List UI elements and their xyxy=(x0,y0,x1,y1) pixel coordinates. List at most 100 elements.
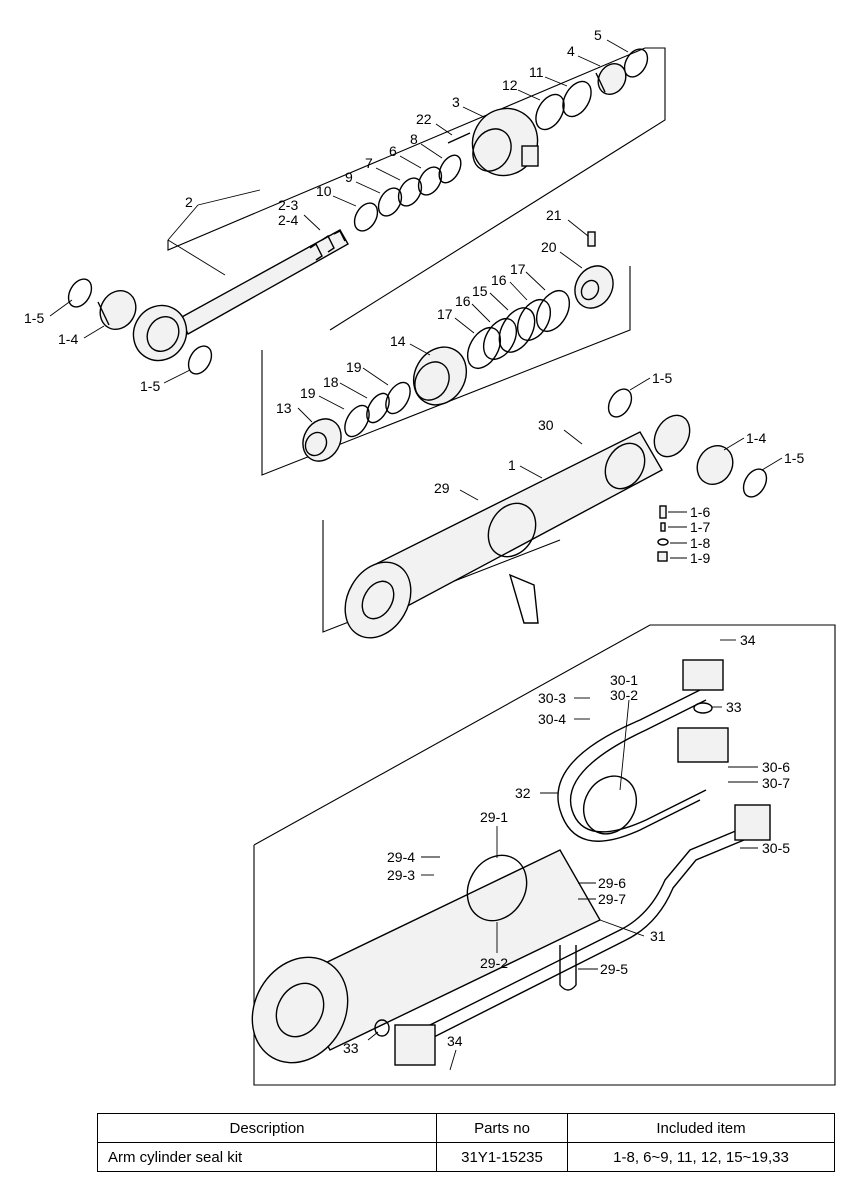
seal-ring-5 xyxy=(623,48,649,78)
label-1: 1 xyxy=(508,457,516,473)
label-1-4-b: 1-4 xyxy=(746,430,766,446)
part-labels: 5 4 11 12 3 22 8 6 7 9 10 2 2-3 2-4 1-5 … xyxy=(24,27,804,1056)
flange-blocks xyxy=(394,659,771,1066)
seal-ring-7 xyxy=(397,177,423,207)
label-18: 18 xyxy=(323,374,339,390)
band-29 xyxy=(487,502,537,558)
label-29-7: 29-7 xyxy=(598,891,626,907)
label-8: 8 xyxy=(410,131,418,147)
table-row: Arm cylinder seal kit 31Y1-15235 1-8, 6~… xyxy=(97,1142,835,1172)
label-1-5-c: 1-5 xyxy=(652,370,672,386)
label-16-b: 16 xyxy=(455,293,471,309)
seal-ring-18 xyxy=(366,392,390,424)
label-17-a: 17 xyxy=(510,261,526,277)
label-2-4: 2-4 xyxy=(278,212,298,228)
label-30-7: 30-7 xyxy=(762,775,790,791)
o-ring-33-lower xyxy=(374,1019,390,1037)
seal-ring-9 xyxy=(377,187,403,217)
label-6: 6 xyxy=(389,143,397,159)
bracket-30 xyxy=(604,442,646,490)
leader-lines xyxy=(49,39,783,1071)
cell-description: Arm cylinder seal kit xyxy=(97,1142,437,1172)
piston-ring-15 xyxy=(498,307,536,353)
label-31: 31 xyxy=(650,928,666,944)
seal-ring-16-right xyxy=(516,299,552,341)
label-1-5-a: 1-5 xyxy=(24,310,44,326)
rod-group-frame xyxy=(167,47,666,331)
label-33-a: 33 xyxy=(726,699,742,715)
seal-ring-19-left xyxy=(344,404,370,438)
u-bolt-29-5 xyxy=(559,945,577,991)
label-1-5-d: 1-5 xyxy=(784,450,804,466)
label-30-6: 30-6 xyxy=(762,759,790,775)
seal-ring-12 xyxy=(535,93,565,131)
seal-ring-17-left xyxy=(466,327,502,369)
label-32: 32 xyxy=(515,785,531,801)
label-22: 22 xyxy=(416,111,432,127)
label-21: 21 xyxy=(546,207,562,223)
header-description: Description xyxy=(97,1113,437,1143)
label-20: 20 xyxy=(541,239,557,255)
piping-group-frame xyxy=(253,624,836,1086)
cell-parts-no: 31Y1-15235 xyxy=(436,1142,568,1172)
label-2: 2 xyxy=(185,194,193,210)
label-11: 11 xyxy=(529,64,544,80)
label-30-5: 30-5 xyxy=(762,840,790,856)
label-29-2: 29-2 xyxy=(480,955,508,971)
o-ring-33-upper xyxy=(693,702,713,714)
label-17-b: 17 xyxy=(437,306,453,322)
set-screw-21 xyxy=(587,231,596,247)
bushing-4 xyxy=(595,62,627,96)
label-29-4: 29-4 xyxy=(387,849,415,865)
label-1-6: 1-6 xyxy=(690,504,710,520)
pipe-32 xyxy=(557,689,707,842)
label-29-3: 29-3 xyxy=(387,867,415,883)
label-30-3: 30-3 xyxy=(538,690,566,706)
assembly-arrow xyxy=(508,573,539,624)
label-1-4-a: 1-4 xyxy=(58,331,78,347)
seal-ring-16-left xyxy=(482,318,518,360)
label-13: 13 xyxy=(276,400,292,416)
bolt-22 xyxy=(447,132,471,144)
label-19-a: 19 xyxy=(346,359,362,375)
table-header-row: Description Parts no Included item xyxy=(97,1113,835,1143)
seal-ring-1-5-tube-right xyxy=(742,468,768,498)
seal-ring-10 xyxy=(353,202,379,232)
header-parts-no: Parts no xyxy=(436,1113,568,1143)
bushing-1-4-right xyxy=(696,445,734,485)
piston-rod-2 xyxy=(132,229,349,362)
label-12: 12 xyxy=(502,77,518,93)
seal-ring-11 xyxy=(562,80,592,118)
header-included-item: Included item xyxy=(567,1113,835,1143)
label-29: 29 xyxy=(434,480,450,496)
label-29-6: 29-6 xyxy=(598,875,626,891)
label-29-5: 29-5 xyxy=(600,961,628,977)
label-30-2: 30-2 xyxy=(610,687,638,703)
label-30: 30 xyxy=(538,417,554,433)
seal-ring-17-right xyxy=(535,290,571,332)
band-30-1 xyxy=(582,775,638,835)
label-3: 3 xyxy=(452,94,460,110)
rod-cover-3 xyxy=(471,107,539,177)
label-7: 7 xyxy=(365,155,373,171)
piston-14 xyxy=(412,346,468,406)
label-15: 15 xyxy=(472,283,488,299)
label-10: 10 xyxy=(316,183,332,199)
label-30-4: 30-4 xyxy=(538,711,566,727)
label-1-5-b: 1-5 xyxy=(140,378,160,394)
label-33-b: 33 xyxy=(343,1040,359,1056)
tube-group-frame xyxy=(322,520,561,633)
bushing-1-4-left xyxy=(97,290,137,330)
seal-ring-8 xyxy=(438,154,462,184)
label-1-9: 1-9 xyxy=(690,550,710,566)
seal-kit-table: Description Parts no Included item Arm c… xyxy=(97,1113,835,1172)
cell-included-item: 1-8, 6~9, 11, 12, 15~19,33 xyxy=(567,1142,835,1172)
band-29-1 xyxy=(466,854,528,922)
label-16-a: 16 xyxy=(491,272,507,288)
seal-ring-1-5-upper-left xyxy=(67,278,93,308)
label-29-1: 29-1 xyxy=(480,809,508,825)
cushion-ring-13 xyxy=(302,418,342,462)
seal-ring-6 xyxy=(417,166,443,196)
nut-20 xyxy=(574,265,614,309)
